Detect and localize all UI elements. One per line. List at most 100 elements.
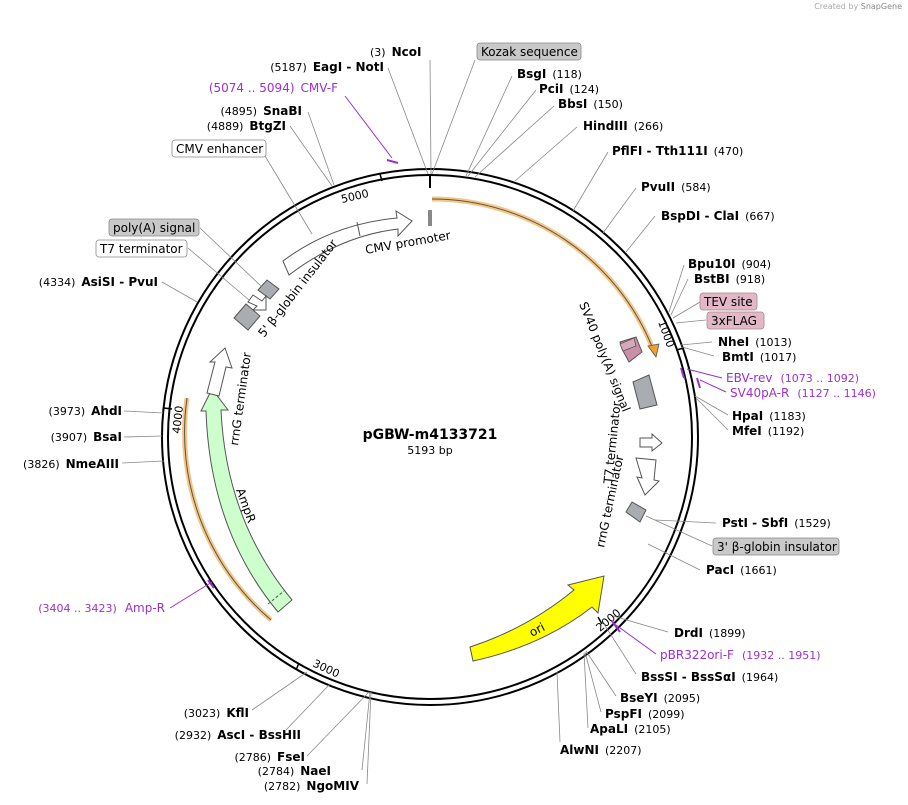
leader-paci — [647, 543, 701, 571]
tick-2000-mark — [597, 616, 603, 625]
primer-leader-pbr322 — [615, 624, 657, 655]
orf-highlight-arc — [431, 196, 656, 350]
leader-tev — [672, 301, 701, 319]
ori-label: ori — [527, 620, 547, 640]
cmv-promoter-feature — [282, 210, 413, 276]
box-label-t7-terminator: T7 terminator — [95, 239, 188, 258]
site-ngomiv: (2782)NgoMIV — [264, 779, 360, 793]
leader-hindiii — [514, 126, 578, 182]
t7-terminator-right-feature — [639, 432, 663, 453]
site-asisi: (4334)AsiSI - PvuI — [39, 275, 158, 289]
primer-ebv: EBV-rev(1073 .. 1092) — [726, 371, 859, 385]
site-fsei: (2786)FseI — [234, 750, 305, 764]
box-tev-text: TEV site — [703, 295, 753, 309]
leader-pcii — [467, 89, 537, 177]
leader-polya-box — [199, 227, 263, 288]
tick-5000-label: 5000 — [340, 187, 370, 206]
ori-feature — [469, 575, 605, 662]
site-eagi: (5187)EagI - NotI — [270, 60, 384, 74]
tick-3000-mark — [295, 662, 300, 671]
box-polya-bg — [108, 218, 200, 237]
site-bmti: BmtI(1017) — [722, 350, 796, 364]
leader-t7-box — [187, 247, 250, 301]
primer-leader-sv40pa — [699, 379, 727, 393]
primer-leader-ampr — [169, 581, 213, 609]
leader-bsssi — [603, 623, 637, 675]
tick-4000-label: 4000 — [170, 405, 186, 434]
leader-asci — [285, 683, 331, 731]
box-label-3xflag: 3xFLAG — [706, 311, 765, 330]
leader-bsai — [123, 435, 163, 438]
sv40-polya-feature — [632, 374, 658, 410]
site-pcii: PciI(124) — [539, 82, 599, 96]
primer-ampr: (3404 .. 3423)Amp-R — [38, 601, 165, 615]
leader-3insulator — [645, 515, 713, 547]
site-ahdi: (3973)AhdI — [49, 404, 122, 418]
site-paci: PacI(1661) — [706, 563, 777, 577]
box-cmv-enhancer-text: CMV enhancer — [176, 142, 263, 156]
t7-terminator-left-feature — [247, 294, 267, 311]
origin-inner-mark — [428, 210, 432, 226]
box-cmv-enhancer-bg — [171, 139, 267, 158]
site-bstbi: BstBI(918) — [694, 272, 765, 286]
primer-leader-ebv — [686, 368, 723, 379]
leader-bseyi — [585, 650, 617, 697]
box-tev-bg — [699, 292, 758, 311]
leader-hpai — [694, 395, 729, 416]
box-polya-text: poly(A) signal — [113, 221, 195, 235]
site-bsai: (3907)BsaI — [51, 430, 122, 444]
leader-bstbi — [670, 278, 689, 316]
plasmid-length: 5193 bp — [407, 444, 452, 457]
leader-apali — [583, 652, 589, 729]
box-t7-text: T7 terminator — [99, 242, 183, 256]
leader-btgzi — [289, 125, 333, 187]
leader-pflfi — [572, 151, 609, 212]
backbone-outer — [161, 168, 699, 706]
leader-bmti — [681, 346, 715, 357]
site-apali: ApaLI(2105) — [590, 722, 671, 736]
plasmid-name: pGBW-m4133721 — [363, 427, 498, 443]
box-3insulator-bg — [712, 537, 840, 556]
site-nmeaiii: (3826)NmeAIII — [23, 457, 119, 471]
site-asci: (2932)AscI - BssHII — [175, 728, 301, 742]
site-btgzi: (4889)BtgZI — [207, 119, 286, 133]
site-hpai: HpaI(1183) — [732, 409, 806, 423]
leader-cmv-enhancer — [261, 150, 313, 235]
leader-bsgi — [465, 75, 513, 177]
site-snabi: (4895)SnaBI — [221, 104, 302, 118]
box-label-kozak: Kozak sequence — [476, 42, 582, 61]
cmv-promoter-divider — [356, 221, 361, 237]
primer-sv40pa: SV40pA-R(1127 .. 1146) — [730, 386, 876, 400]
leader-ncoi — [429, 59, 432, 175]
leader-snabi — [307, 111, 335, 186]
ampr-feature — [200, 388, 293, 613]
leader-alwni — [556, 671, 561, 743]
primer-leader-lines — [169, 95, 727, 655]
site-bsssi: BssSI - BssSαI(1964) — [641, 670, 778, 684]
leader-nhei — [680, 341, 713, 346]
leader-asisi — [161, 281, 198, 303]
box-kozak-text: Kozak sequence — [481, 45, 578, 59]
leader-psti — [654, 519, 717, 524]
site-bspdi: BspDI - ClaI(667) — [661, 209, 775, 223]
rrng-terminator-right-feature — [635, 457, 661, 496]
snapgene-credit: Created by SnapGene — [814, 2, 902, 11]
credit-prefix: Created by — [814, 2, 859, 11]
box-t7-bg — [95, 239, 188, 258]
tag-feature-small — [619, 337, 637, 352]
site-naei: (2784)NaeI — [258, 764, 331, 778]
tick-4000-mark — [163, 407, 173, 410]
primer-mark-ebv — [680, 367, 685, 379]
box-label-cmv-enhancer: CMV enhancer — [171, 139, 267, 158]
leader-fsei — [306, 691, 370, 757]
box-3xflag-bg — [706, 311, 765, 330]
leader-ngomiv — [366, 691, 372, 785]
tick-1000-mark — [675, 347, 685, 351]
leader-kfli — [251, 671, 308, 711]
box-label-polya: poly(A) signal — [108, 218, 200, 237]
site-mfei: MfeI(1192) — [732, 424, 804, 438]
leader-ahdi — [123, 410, 164, 414]
leader-naei — [361, 691, 371, 771]
rrng-terminator-left-feature — [206, 347, 233, 397]
